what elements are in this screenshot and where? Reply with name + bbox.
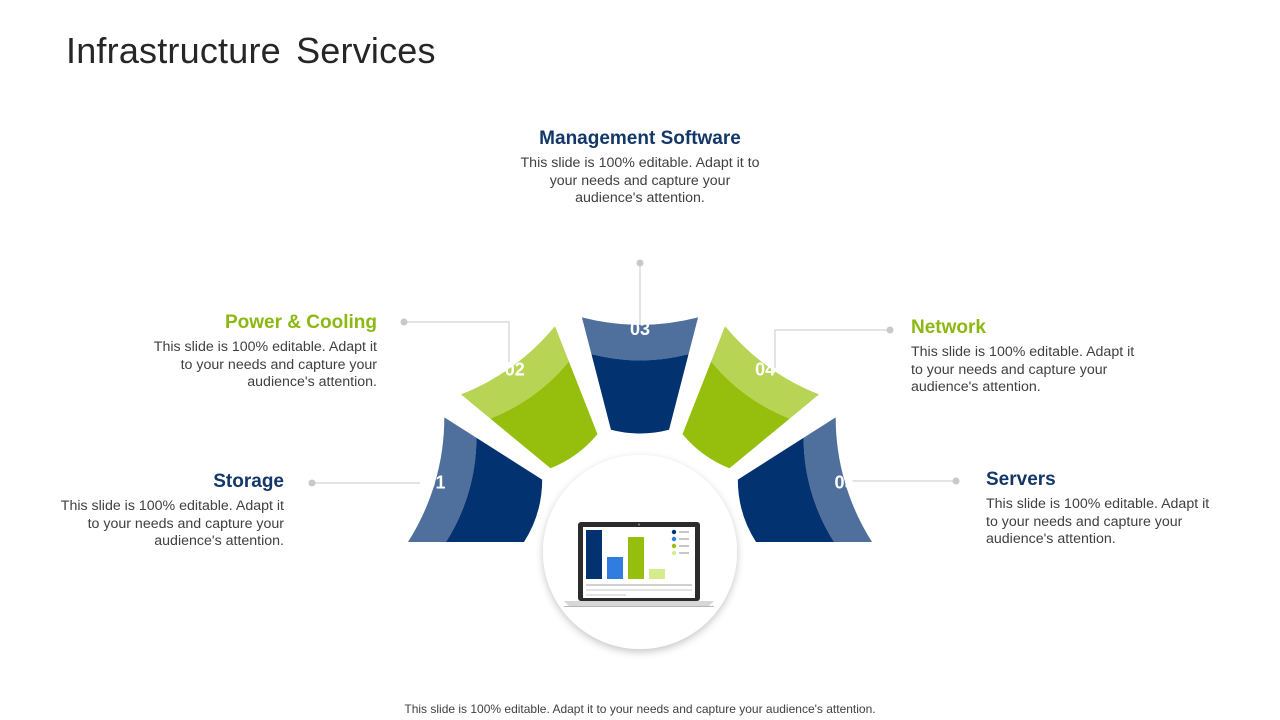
segment-inner-band — [490, 361, 598, 469]
segment-04 — [682, 326, 820, 469]
connector-line-4 — [774, 329, 890, 368]
segment-inner-band — [737, 437, 834, 542]
connector-line-2 — [404, 321, 510, 362]
connector-dot — [952, 477, 960, 485]
item-heading: Network — [911, 317, 986, 338]
segment-outer-band — [581, 317, 699, 361]
segment-number: 02 — [505, 360, 525, 380]
segment-number: 04 — [755, 360, 775, 380]
item-description: This slide is 100% editable. Adapt it to… — [60, 498, 284, 550]
segment-02 — [460, 326, 598, 469]
connector-lines — [308, 259, 960, 487]
segment-inner-band — [682, 361, 790, 469]
connector-dot — [636, 259, 644, 267]
connector-dot — [400, 318, 408, 326]
item-heading: Servers — [986, 469, 1056, 490]
segment-inner-band — [446, 437, 543, 542]
item-heading: Management Software — [539, 128, 741, 149]
segment-inner-band — [591, 354, 689, 434]
laptop-chart-icon — [564, 522, 714, 607]
item-description: This slide is 100% editable. Adapt it to… — [986, 496, 1210, 548]
item-storage: Storage This slide is 100% editable. Ada… — [54, 470, 284, 551]
item-power-cooling: Power & Cooling This slide is 100% edita… — [147, 311, 377, 392]
footer-note: This slide is 100% editable. Adapt it to… — [404, 702, 876, 716]
item-description: This slide is 100% editable. Adapt it to… — [153, 339, 377, 391]
segment-outer-band — [803, 417, 872, 542]
segment-number: 01 — [425, 472, 445, 492]
segment-number: 03 — [630, 319, 650, 339]
center-hub — [543, 455, 737, 649]
item-description: This slide is 100% editable. Adapt it to… — [520, 155, 760, 207]
item-network: Network This slide is 100% editable. Ada… — [911, 316, 1141, 397]
segment-number: 05 — [834, 472, 854, 492]
item-management-software: Management Software This slide is 100% e… — [520, 127, 760, 208]
segment-01 — [408, 417, 543, 542]
segment-ring — [408, 317, 872, 542]
item-description: This slide is 100% editable. Adapt it to… — [911, 344, 1135, 396]
page-title: Infrastructure Services — [66, 30, 436, 71]
segment-numbers: 01 02 03 04 05 — [425, 319, 854, 492]
item-servers: Servers This slide is 100% editable. Ada… — [986, 468, 1216, 549]
segment-05 — [737, 417, 872, 542]
item-heading: Storage — [213, 471, 284, 492]
connector-dot — [308, 479, 316, 487]
segment-03 — [581, 317, 699, 434]
segment-outer-band — [408, 417, 477, 542]
connector-dot — [886, 326, 894, 334]
segment-outer-band — [711, 326, 820, 419]
item-heading: Power & Cooling — [225, 312, 377, 333]
segment-outer-band — [460, 326, 569, 419]
